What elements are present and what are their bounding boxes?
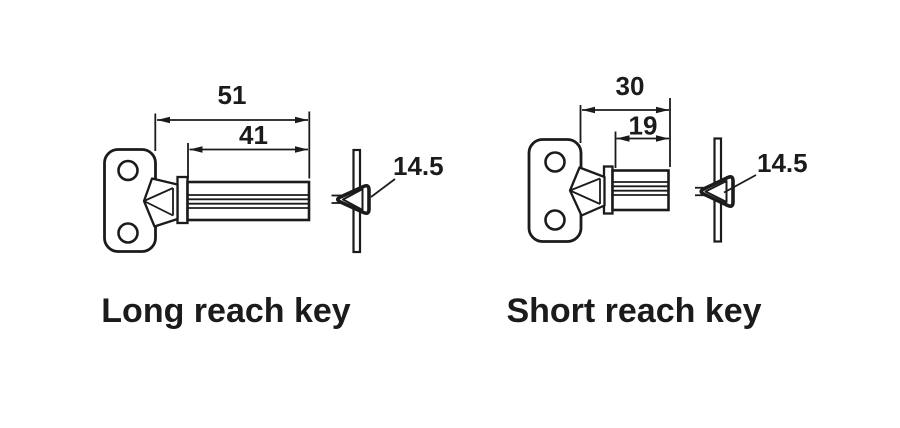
long-key-dim-overall: 51 [157, 80, 308, 124]
arrow-left-icon [582, 106, 595, 114]
short-key-hole-bottom [544, 209, 566, 231]
short-key-dim-blade: 19 [616, 111, 669, 142]
long-key-figure: 51 41 [101, 80, 443, 330]
long-key-section-inner-triangle [342, 188, 364, 211]
short-key-overall-length-label: 30 [616, 71, 645, 101]
short-key-section-outer-triangle [699, 175, 735, 208]
arrow-left-icon [189, 146, 203, 153]
long-key-body [103, 148, 311, 253]
long-key-caption: Long reach key [101, 292, 351, 330]
long-key-section-leader-line [370, 178, 396, 198]
long-key-overall-length-label: 51 [218, 80, 247, 110]
arrow-right-icon [295, 116, 308, 124]
long-key-hole-bottom [117, 222, 139, 244]
long-key-blade-length-label: 41 [239, 120, 268, 150]
arrow-right-icon [656, 135, 669, 142]
short-key-dim-overall: 30 [582, 71, 669, 114]
short-key-extension-lines [579, 98, 671, 168]
short-key-shaft-grooves [613, 181, 668, 196]
arrow-right-icon [656, 106, 669, 114]
short-key-body [527, 138, 670, 243]
long-key-shaft [186, 180, 311, 222]
short-key-section-leader-line [723, 174, 757, 194]
long-key-extension-lines [154, 111, 311, 179]
long-key-collar [176, 175, 189, 225]
long-key-shoulder-facet-lines [143, 187, 174, 217]
arrow-left-icon [157, 116, 170, 124]
short-key-hole-top [544, 151, 566, 173]
long-key-cross-section: 14.5 [331, 148, 444, 254]
long-key-shaft-grooves [188, 194, 308, 209]
long-key-section-size-label: 14.5 [393, 151, 444, 181]
long-key-dim-blade: 41 [189, 120, 308, 153]
short-key-figure: 30 19 [506, 71, 807, 330]
short-key-shoulder-facet-lines [569, 177, 601, 205]
short-key-caption: Short reach key [506, 292, 761, 330]
arrow-left-icon [616, 135, 630, 142]
short-key-blade-length-label: 19 [629, 111, 658, 141]
arrow-right-icon [295, 146, 308, 153]
short-key-section-size-label: 14.5 [757, 148, 808, 178]
long-key-section-tip-lines [331, 194, 344, 204]
long-key-hole-top [117, 159, 139, 182]
short-key-cross-section: 14.5 [695, 137, 808, 243]
long-key-section-outer-triangle [336, 183, 371, 216]
short-key-section-tip-lines [695, 186, 708, 197]
